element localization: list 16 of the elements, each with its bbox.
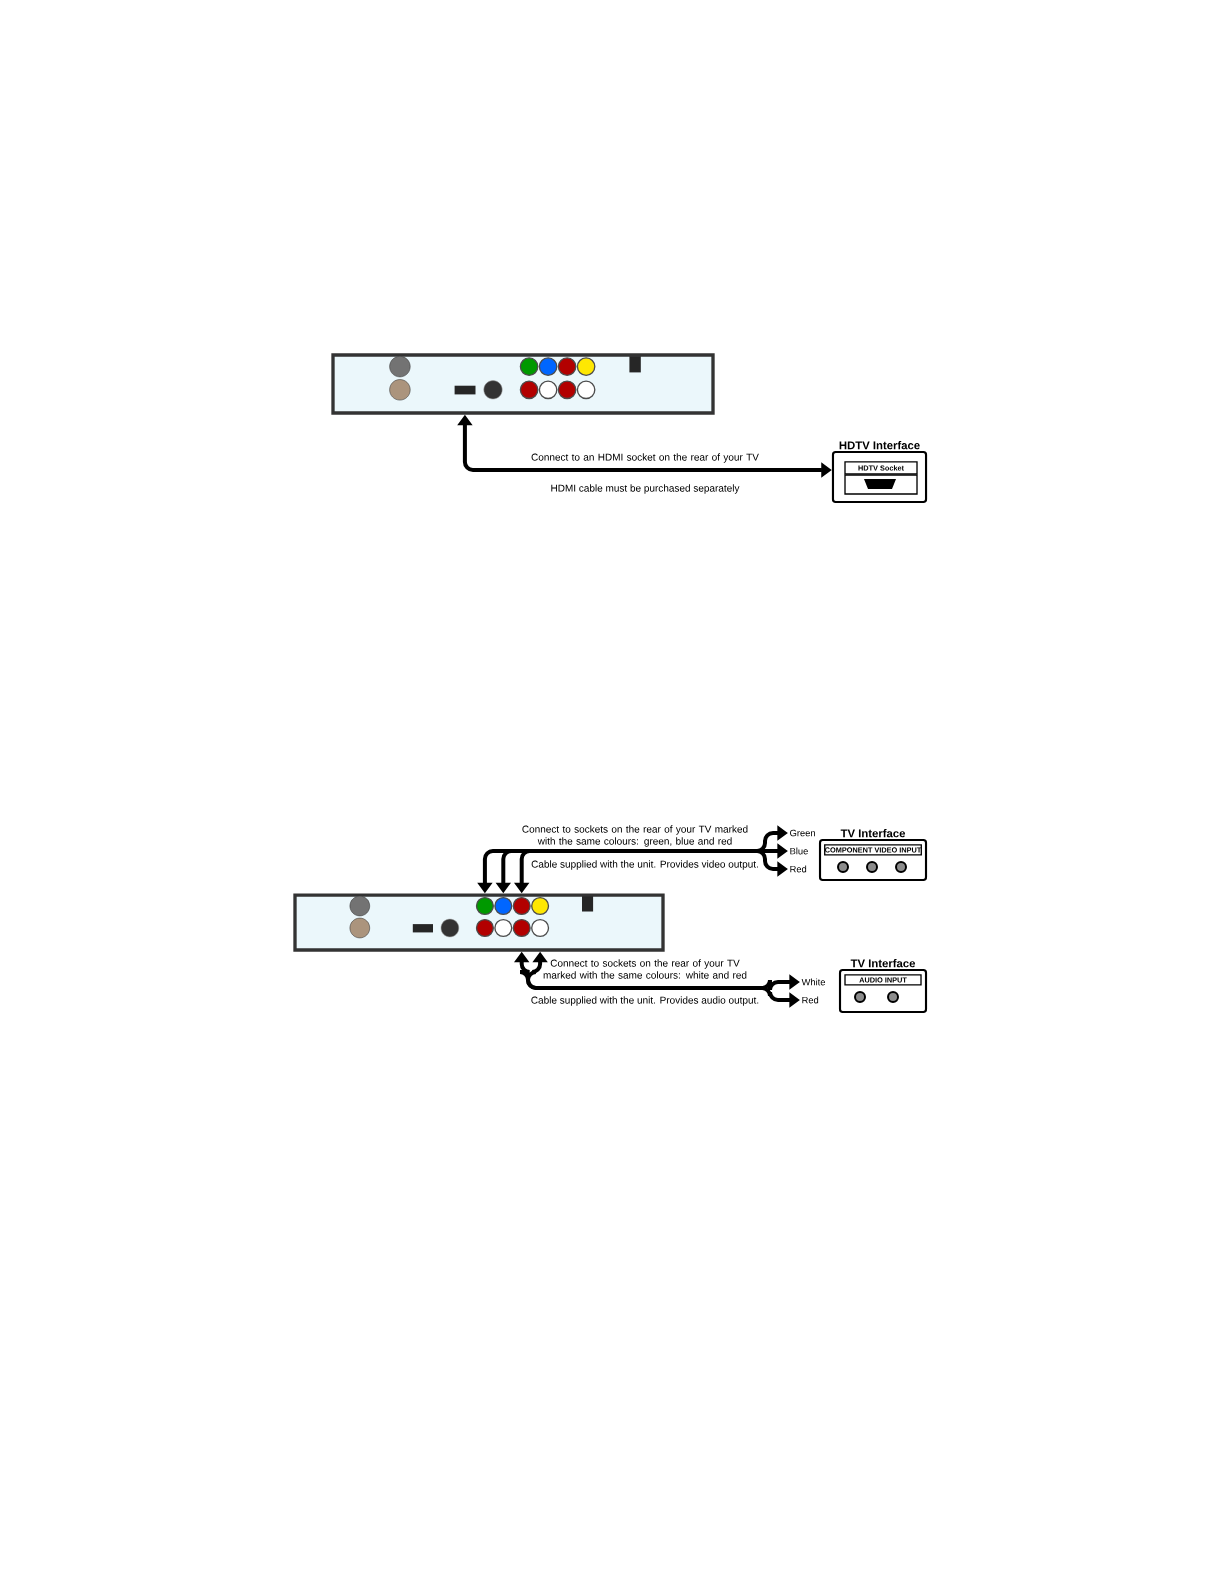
edge-label: Connect to sockets on the rear of your TV marked with the same colours: white and red [543,959,747,979]
cable-colour-label: Red [790,865,807,873]
cable-colour-label: Green [790,829,815,837]
picture [293,893,665,952]
edge-label: Connect to sockets on the rear of your TV marked with the same colours: green, blue and red [522,825,748,847]
node-label: HDTV Interface [839,441,920,450]
caption-text: Cable supplied with the unit. Provides audio output. [531,996,759,1006]
cable-colour-label: Red [802,996,819,1004]
caption-text: Cable supplied with the unit. Provides video output. [531,860,758,870]
edge-label: Connect to an HDMI socket on the rear of your TV [531,453,759,463]
node-label: TV Interface [840,829,906,838]
picture [331,353,715,415]
node-label: TV Interface [850,959,916,968]
cable-colour-label: Blue [790,847,808,855]
caption-text: HDMI cable must be purchased separately [551,484,740,494]
cable-colour-label: White [801,978,826,986]
